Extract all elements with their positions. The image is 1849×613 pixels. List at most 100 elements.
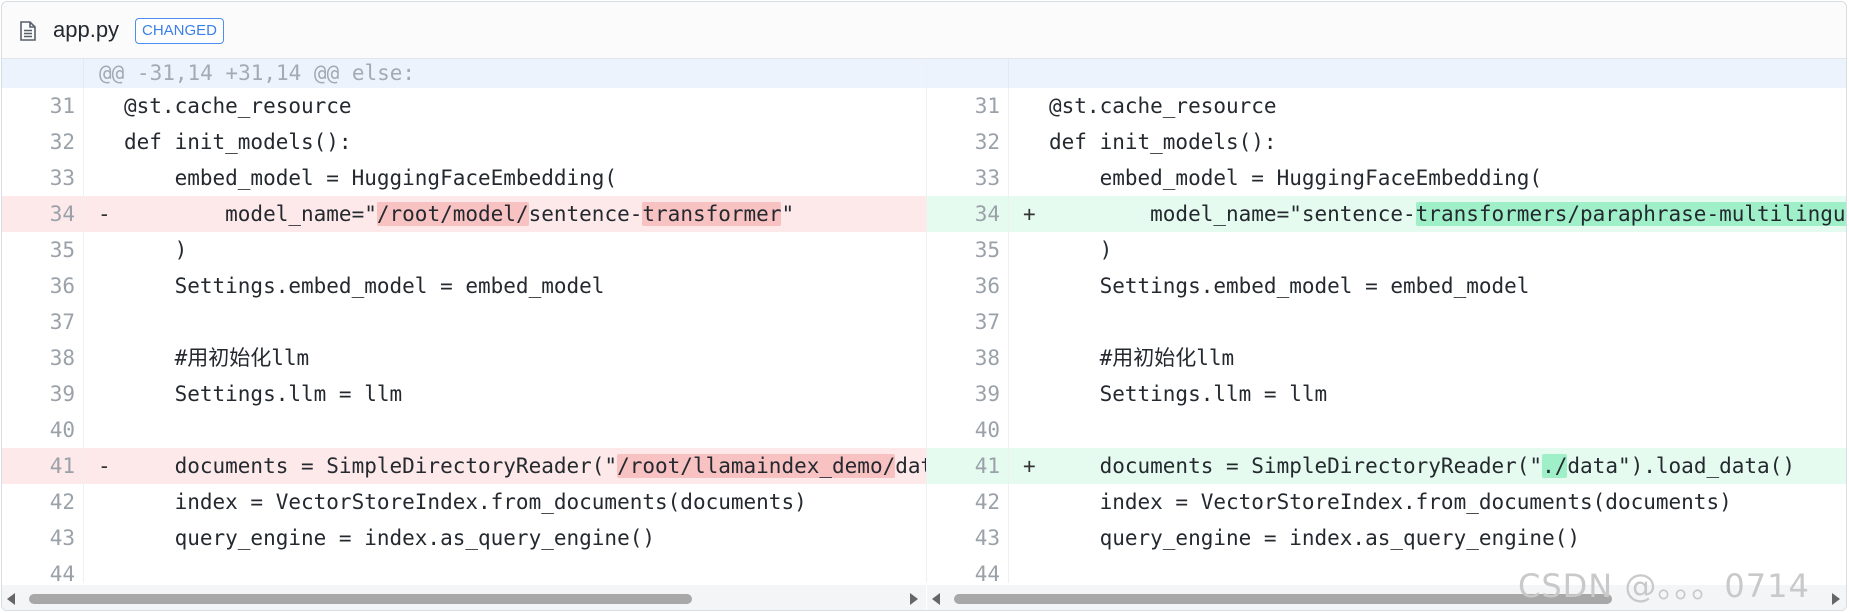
code-text: documents = SimpleDirectoryReader("./dat… xyxy=(1049,448,1795,484)
code-text: def init_models(): xyxy=(124,130,352,154)
code-line: 33 embed_model = HuggingFaceEmbedding( xyxy=(927,160,1846,196)
code-text: index = VectorStoreIndex.from_documents(… xyxy=(124,490,807,514)
line-number: 33 xyxy=(927,160,1009,196)
code-line: 43 query_engine = index.as_query_engine(… xyxy=(2,520,926,556)
code-text: model_name="/root/model/sentence-transfo… xyxy=(124,196,794,232)
code-line: 32 def init_models(): xyxy=(2,124,926,160)
code-line: 37 xyxy=(927,304,1846,340)
line-number: 31 xyxy=(927,88,1009,124)
code-text: index = VectorStoreIndex.from_documents(… xyxy=(1049,490,1732,514)
code-segment: documents = SimpleDirectoryReader(" xyxy=(1049,454,1543,478)
changed-segment: /root/model/ xyxy=(376,202,529,226)
file-header: app.py CHANGED xyxy=(2,2,1846,59)
code-segment: model_name="sentence- xyxy=(1049,202,1416,226)
minus-sign: - xyxy=(98,454,111,478)
code-line: 42 index = VectorStoreIndex.from_documen… xyxy=(927,484,1846,520)
scroll-right-icon[interactable] xyxy=(1832,593,1840,605)
scroll-right-icon[interactable] xyxy=(910,593,918,605)
plus-sign: + xyxy=(1023,202,1036,226)
minus-sign: - xyxy=(98,202,111,226)
scroll-left-icon[interactable] xyxy=(7,593,15,605)
code-line: 37 xyxy=(2,304,926,340)
scrollbar-thumb[interactable] xyxy=(29,594,692,604)
changed-segment: transformer xyxy=(642,202,782,226)
code-text: #用初始化llm xyxy=(124,346,310,370)
code-text: documents = SimpleDirectoryReader("/root… xyxy=(124,448,926,484)
line-number: 36 xyxy=(2,268,84,304)
line-number: 43 xyxy=(927,520,1009,556)
diff-pane-old: @@ -31,14 +31,14 @@ else: 31@st.cache_res… xyxy=(2,59,926,583)
line-number: 38 xyxy=(2,340,84,376)
code-segment: data").load_data() xyxy=(895,454,926,478)
horizontal-scrollbar-old[interactable] xyxy=(2,585,926,610)
line-number: 33 xyxy=(2,160,84,196)
hunk-header: @@ -31,14 +31,14 @@ else: xyxy=(99,61,416,85)
line-number: 32 xyxy=(927,124,1009,160)
line-number xyxy=(2,59,84,88)
code-segment: " xyxy=(781,202,795,226)
code-line: 35 ) xyxy=(927,232,1846,268)
plus-sign: + xyxy=(1023,454,1036,478)
code-text: Settings.embed_model = embed_model xyxy=(1049,274,1530,298)
code-text: Settings.llm = llm xyxy=(1049,382,1328,406)
line-number: 34 xyxy=(2,196,84,232)
line-number: 44 xyxy=(2,556,84,583)
watermark: CSDN @。。。0714 xyxy=(1518,567,1810,605)
code-line: 40 xyxy=(2,412,926,448)
code-segment: data").load_data() xyxy=(1567,454,1795,478)
code-line: 40 xyxy=(927,412,1846,448)
code-text: @st.cache_resource xyxy=(1049,94,1277,118)
line-number: 39 xyxy=(927,376,1009,412)
code-segment: documents = SimpleDirectoryReader(" xyxy=(124,454,618,478)
changed-segment: /root/llamaindex_demo/ xyxy=(617,454,896,478)
code-line: 44 xyxy=(2,556,926,583)
line-number: 41 xyxy=(927,448,1009,484)
line-number: 32 xyxy=(2,124,84,160)
line-number: 34 xyxy=(927,196,1009,232)
line-number xyxy=(927,59,1009,88)
line-number: 41 xyxy=(2,448,84,484)
code-line: 36 Settings.embed_model = embed_model xyxy=(927,268,1846,304)
code-text: Settings.llm = llm xyxy=(124,382,403,406)
horizontal-scrollbar-new[interactable] xyxy=(927,585,1846,610)
file-text-icon xyxy=(19,21,37,41)
changed-segment: transformers/paraphrase-multilingual-Min… xyxy=(1415,202,1846,226)
hunk-header-row xyxy=(927,59,1846,88)
scrollbar-thumb[interactable] xyxy=(954,594,1612,604)
code-line: 31 @st.cache_resource xyxy=(927,88,1846,124)
code-line: 38 #用初始化llm xyxy=(2,340,926,376)
line-number: 40 xyxy=(2,412,84,448)
code-line: 31@st.cache_resource xyxy=(2,88,926,124)
code-line: 36 Settings.embed_model = embed_model xyxy=(2,268,926,304)
added-line: 41 + documents = SimpleDirectoryReader(".… xyxy=(927,448,1846,484)
deleted-line: 34- model_name="/root/model/sentence-tra… xyxy=(2,196,926,232)
line-number: 31 xyxy=(2,88,84,124)
added-line: 34 + model_name="sentence-transformers/pa… xyxy=(927,196,1846,232)
code-segment: model_name=" xyxy=(124,202,377,226)
line-number: 42 xyxy=(927,484,1009,520)
line-number: 38 xyxy=(927,340,1009,376)
code-text: ) xyxy=(1049,238,1113,262)
code-text: ) xyxy=(124,238,188,262)
line-number: 36 xyxy=(927,268,1009,304)
status-badge: CHANGED xyxy=(135,18,225,44)
line-number: 42 xyxy=(2,484,84,520)
line-number: 37 xyxy=(2,304,84,340)
code-text: #用初始化llm xyxy=(1049,346,1235,370)
code-line: 39 Settings.llm = llm xyxy=(2,376,926,412)
hunk-header-row: @@ -31,14 +31,14 @@ else: xyxy=(2,59,926,88)
line-number: 35 xyxy=(2,232,84,268)
line-number: 44 xyxy=(927,556,1009,583)
code-line: 43 query_engine = index.as_query_engine(… xyxy=(927,520,1846,556)
code-line: 44 xyxy=(927,556,1846,583)
code-text: embed_model = HuggingFaceEmbedding( xyxy=(124,166,618,190)
scroll-left-icon[interactable] xyxy=(932,593,940,605)
code-text: Settings.embed_model = embed_model xyxy=(124,274,605,298)
changed-segment: ./ xyxy=(1542,454,1568,478)
pane-divider xyxy=(926,59,927,583)
deleted-line: 41- documents = SimpleDirectoryReader("/… xyxy=(2,448,926,484)
file-name[interactable]: app.py xyxy=(53,17,120,42)
